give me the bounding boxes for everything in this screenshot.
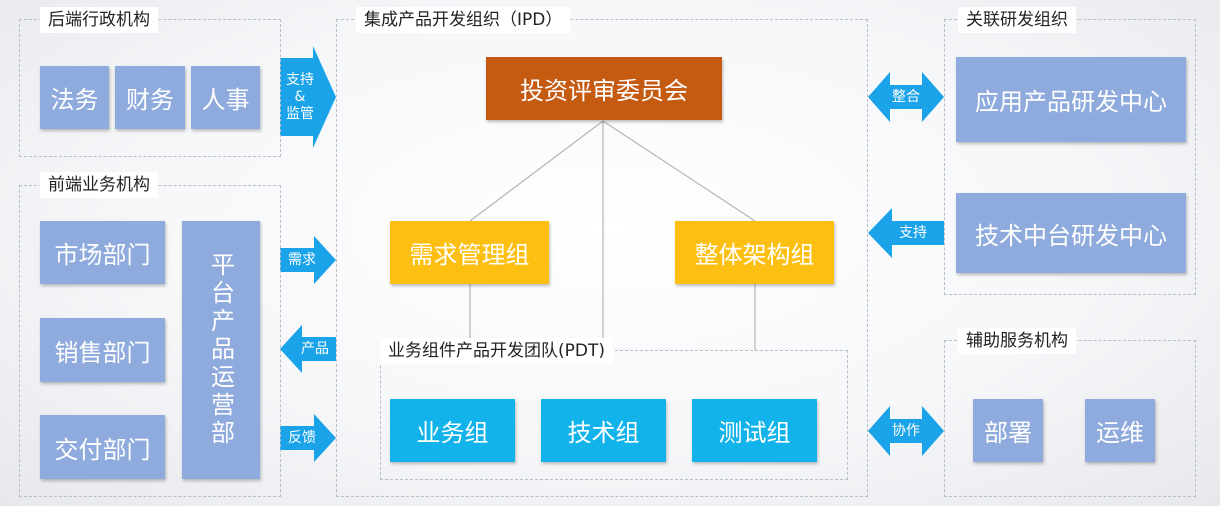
tech-platform-rd-box: 技术中台研发中心 (956, 193, 1186, 273)
arch-group-box: 整体架构组 (675, 221, 834, 284)
arrow-collaborate-label: 协作 (892, 422, 920, 439)
backend-title: 后端行政机构 (40, 7, 158, 33)
ipd-group (336, 19, 868, 497)
market-dept-box: 市场部门 (40, 221, 165, 284)
app-rd-center-box: 应用产品研发中心 (956, 57, 1186, 142)
frontend-title: 前端业务机构 (40, 172, 158, 198)
committee-box: 投资评审委员会 (486, 57, 722, 120)
ipd-title: 集成产品开发组织（IPD） (356, 7, 571, 33)
tech-team-box: 技术组 (541, 399, 666, 462)
pdt-group (380, 350, 848, 480)
platform-ops-box: 平台产品运营部 (182, 221, 260, 479)
ops-box: 运维 (1085, 399, 1155, 462)
arrow-demand-label: 需求 (288, 251, 316, 268)
pdt-title: 业务组件产品开发团队(PDT) (380, 338, 613, 364)
arrow-integrate-label: 整合 (892, 88, 920, 105)
aux-title: 辅助服务机构 (958, 328, 1076, 354)
hr-box: 人事 (191, 66, 260, 129)
legal-box: 法务 (40, 66, 109, 129)
finance-box: 财务 (115, 66, 185, 129)
test-team-box: 测试组 (692, 399, 817, 462)
business-team-box: 业务组 (390, 399, 515, 462)
related-title: 关联研发组织 (958, 7, 1076, 33)
arrow-support-right-label: 支持 (899, 224, 927, 241)
sales-dept-box: 销售部门 (40, 318, 165, 382)
arrow-product-label: 产品 (301, 340, 329, 357)
deploy-box: 部署 (973, 399, 1043, 462)
arrow-support-supervise-label: 支持 & 监管 (286, 71, 314, 122)
delivery-dept-box: 交付部门 (40, 415, 165, 479)
req-group-box: 需求管理组 (390, 221, 549, 284)
arrow-feedback-label: 反馈 (288, 429, 316, 446)
